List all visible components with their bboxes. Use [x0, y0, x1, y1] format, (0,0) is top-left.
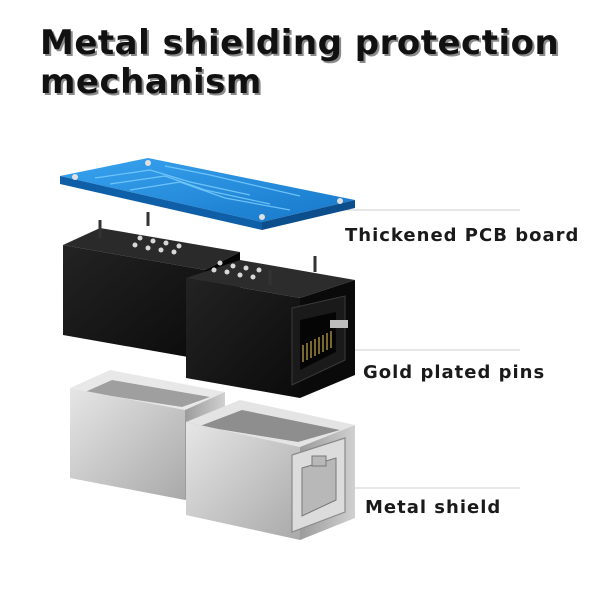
title-line-2: mechanism [40, 62, 262, 102]
label-metal-shield: Metal shield [365, 497, 502, 518]
pcb-board [60, 158, 355, 230]
metal-shield-front [186, 400, 355, 540]
label-pcb-board: Thickened PCB board [345, 225, 580, 246]
title-line-1: Metal shielding protection [40, 23, 560, 63]
label-gold-pins: Gold plated pins [363, 362, 546, 383]
black-housing-front [186, 256, 355, 398]
page-title: Metal shielding protection mechanism [40, 24, 580, 102]
